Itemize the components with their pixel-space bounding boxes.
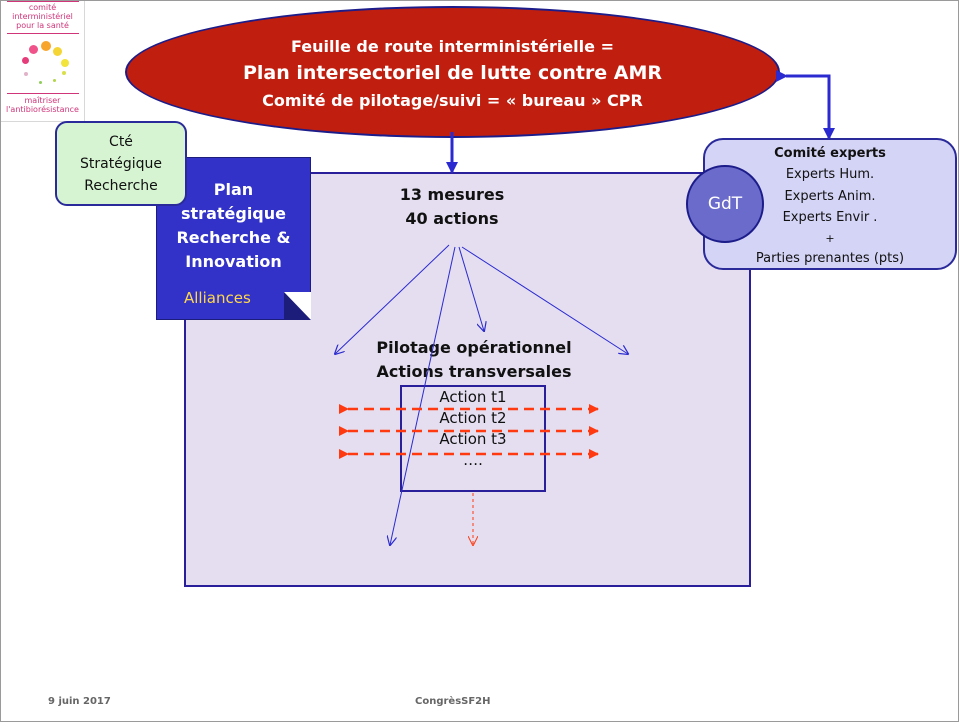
logo-top-line: comité [28,3,57,12]
plan-title: Plan stratégique Recherche & Innovation [157,178,310,274]
logo-rule-bottom [7,93,79,94]
experts-line: Experts Envir . [782,210,878,225]
logo-rule-top [7,1,79,2]
logo-dot [62,71,66,75]
logo-dot [53,47,62,56]
gdt-circle: GdT [686,165,764,243]
logo: comité interministériel pour la santé ma… [1,1,85,122]
footer-date: 9 juin 2017 [48,696,111,707]
logo-bottom-text: maîtriser l'antibiorésistance [1,96,84,114]
arrow-fan-right [461,246,628,354]
logo-dot [24,72,28,76]
experts-line: Experts Anim. [784,189,876,204]
plan-title-line: Innovation [185,252,282,271]
cte-line: Recherche [84,178,158,194]
experts-line: Parties prenantes (pts) [755,251,905,266]
logo-dot [29,45,38,54]
logo-dot [22,57,29,64]
arrow-fan-down [390,246,456,545]
cte-line: Stratégique [80,156,162,172]
logo-bottom-line: maîtriser [24,96,61,105]
arrow-ellipse-experts [776,70,835,140]
plan-title-line: Plan [213,180,254,199]
cte-line: Cté [109,134,133,150]
logo-dot [39,81,42,84]
logo-top-line: pour la santé [16,21,69,30]
plan-title-line: stratégique [181,204,286,223]
arrow-fan-mid [458,246,484,331]
mesures-line: 13 mesures [399,185,505,204]
plan-title-line: Recherche & [176,228,291,247]
pilotage-line: Actions transversales [376,362,572,381]
logo-dot [61,59,69,67]
footer-center: CongrèsSF2H [415,696,491,707]
logo-top-text: comité interministériel pour la santé [1,3,84,30]
logo-dot [41,41,51,51]
logo-bottom-line: l'antibiorésistance [6,105,79,114]
main-frame [184,172,751,587]
logo-dot [53,79,56,82]
arrow-fan-left [335,244,450,354]
roadmap-line-3: Comité de pilotage/suivi = « bureau » CP… [262,91,643,110]
mesures-label: 13 mesures 40 actions [352,183,552,231]
experts-line: Experts Hum. [785,167,875,182]
actions-count-line: 40 actions [405,209,499,228]
pilotage-label: Pilotage opérationnel Actions transversa… [350,336,598,384]
experts-line: + [825,232,835,245]
pilotage-line: Pilotage opérationnel [376,338,572,357]
roadmap-line-2: Plan intersectoriel de lutte contre AMR [242,62,663,84]
action-item: Action t1 [439,388,507,406]
cte-strategique-box: Cté Stratégique Recherche [55,121,187,206]
logo-top-line: interministériel [12,12,73,21]
plan-folded-corner [284,292,311,320]
plan-alliances: Alliances [184,289,251,307]
roadmap-line-1: Feuille de route interministérielle = [291,37,614,56]
experts-title: Comité experts [774,146,886,161]
roadmap-ellipse: Feuille de route interministérielle = Pl… [125,6,780,138]
logo-rule-mid [7,33,79,34]
